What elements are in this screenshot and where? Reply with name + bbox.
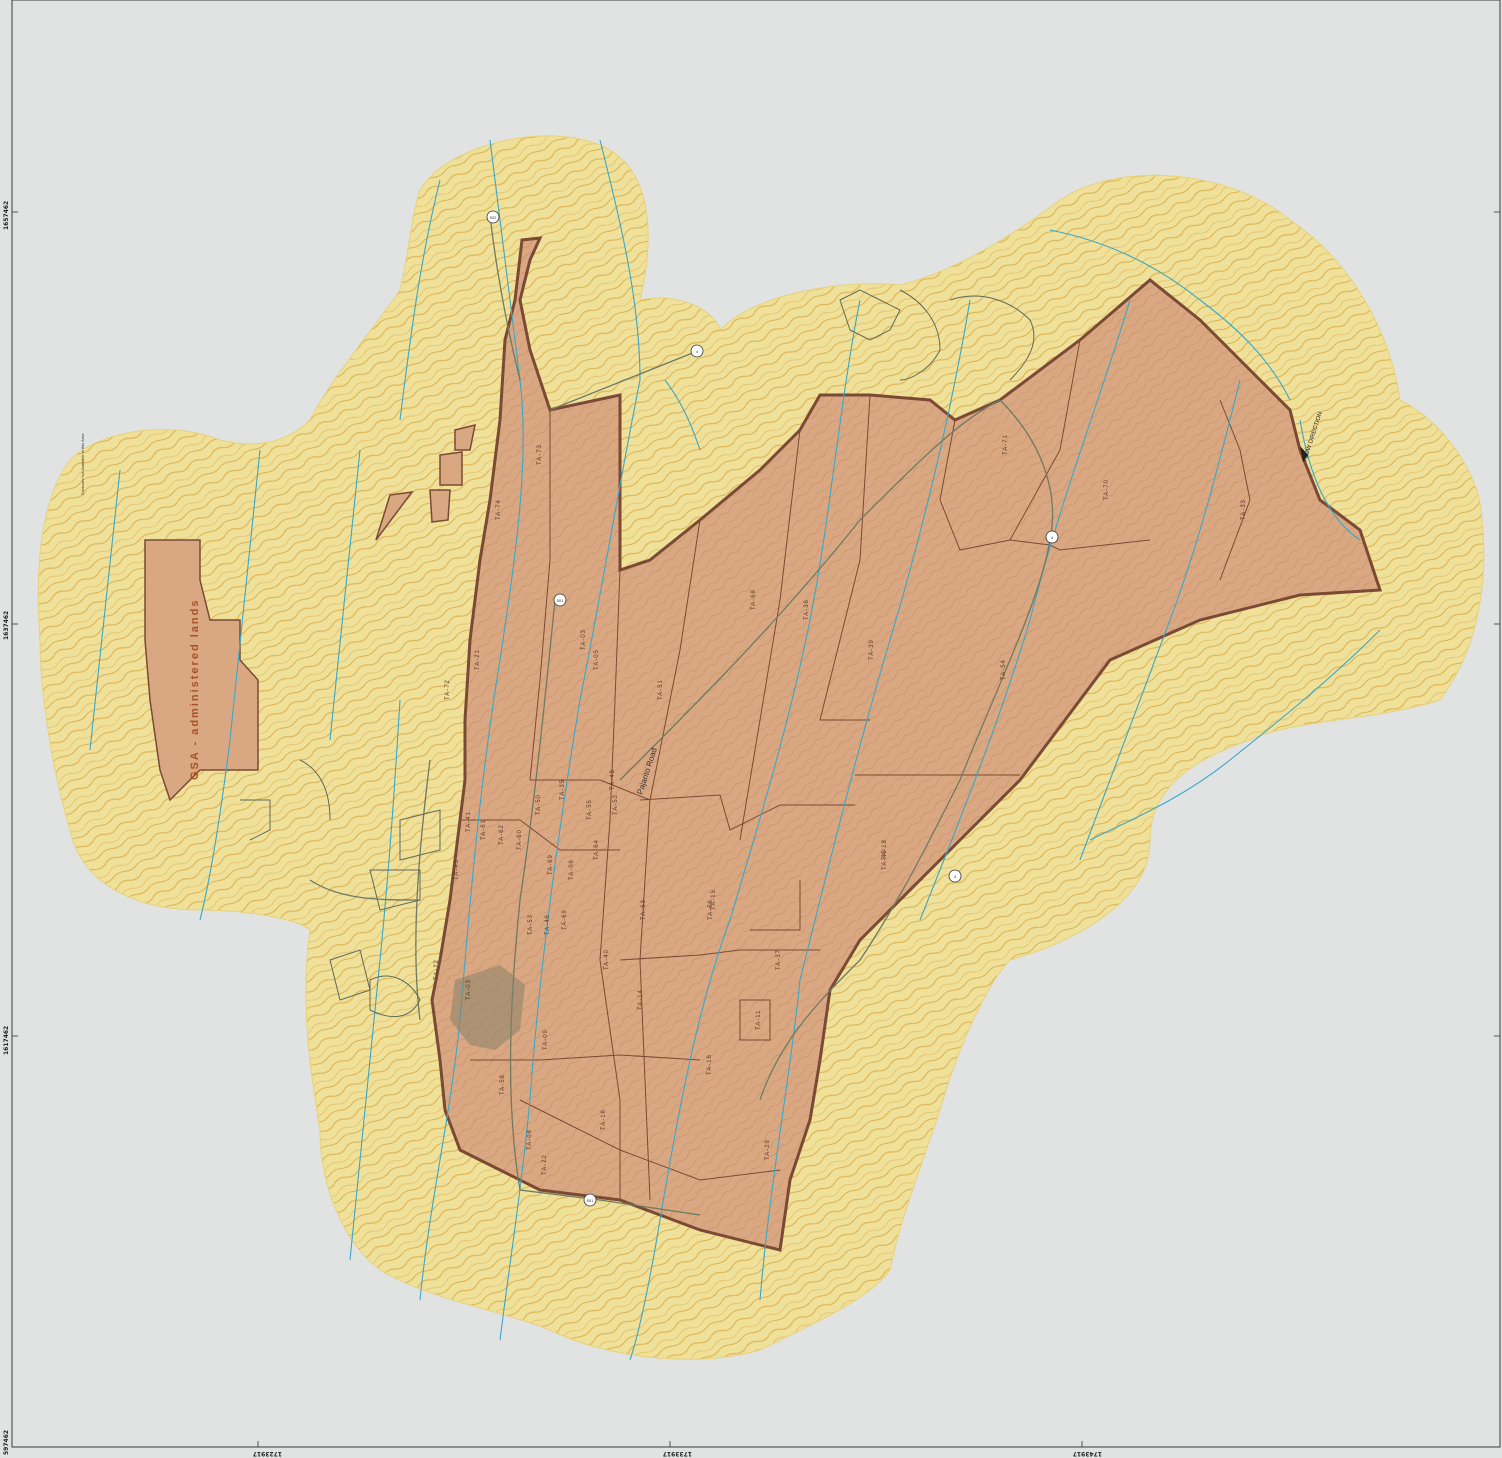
svg-text:TA-61: TA-61 xyxy=(481,819,487,840)
route-shield xyxy=(948,869,962,883)
svg-text:TA-53: TA-53 xyxy=(528,914,534,935)
svg-text:TA-68: TA-68 xyxy=(751,589,757,610)
svg-text:TA-03: TA-03 xyxy=(466,979,472,1000)
streams xyxy=(89,139,1381,1361)
route-shield xyxy=(583,1193,597,1207)
route-shields: 502 4 501 4 4 501 xyxy=(486,210,1059,1207)
svg-text:TA-11: TA-11 xyxy=(756,1010,762,1030)
svg-text:TA-36: TA-36 xyxy=(804,599,810,620)
parcel-d xyxy=(375,491,414,541)
route-shield xyxy=(486,210,500,224)
svg-text:TA-16: TA-16 xyxy=(601,1109,607,1130)
svg-text:TA-21: TA-21 xyxy=(475,649,481,670)
svg-text:TA-14: TA-14 xyxy=(638,989,644,1010)
svg-text:1723917: 1723917 xyxy=(253,1450,282,1457)
svg-text:1637462: 1637462 xyxy=(3,611,10,640)
parcel-b xyxy=(454,423,476,451)
parcel-a xyxy=(439,451,463,486)
svg-text:TA-05: TA-05 xyxy=(594,649,600,670)
svg-text:4: 4 xyxy=(1051,535,1054,540)
svg-text:1657462: 1657462 xyxy=(3,201,10,230)
svg-text:TA-08: TA-08 xyxy=(527,1129,533,1150)
svg-text:TA-18: TA-18 xyxy=(882,839,888,860)
map-frame xyxy=(11,0,1501,1448)
svg-text:TA-22: TA-22 xyxy=(542,1154,548,1175)
svg-text:TA-28: TA-28 xyxy=(765,1139,771,1160)
svg-text:TA-60: TA-60 xyxy=(517,829,523,850)
svg-text:TA-52: TA-52 xyxy=(613,794,619,815)
svg-text:TA-58: TA-58 xyxy=(500,1074,506,1095)
svg-text:TA-66: TA-66 xyxy=(708,899,714,920)
svg-text:4: 4 xyxy=(696,349,699,354)
svg-text:502: 502 xyxy=(490,215,497,220)
svg-text:TA-55: TA-55 xyxy=(587,799,593,820)
svg-text:1733917: 1733917 xyxy=(663,1450,692,1457)
svg-text:TA-35: TA-35 xyxy=(560,779,566,800)
svg-text:TA-74: TA-74 xyxy=(496,499,502,520)
bottom-coordinates: 1723917 1733917 1743917 xyxy=(253,1450,1102,1457)
route-shield xyxy=(553,593,567,607)
svg-text:TA-09: TA-09 xyxy=(543,1029,549,1050)
svg-text:4: 4 xyxy=(954,874,957,879)
svg-text:TA-46: TA-46 xyxy=(545,914,551,935)
svg-text:TA-69: TA-69 xyxy=(548,854,554,875)
svg-text:TA-62: TA-62 xyxy=(499,824,505,845)
svg-text:TA-41: TA-41 xyxy=(466,811,472,832)
ta-boundaries xyxy=(460,339,1251,1201)
svg-text:1617462: 1617462 xyxy=(3,1026,10,1055)
svg-text:TA-72: TA-72 xyxy=(445,679,451,700)
townsite xyxy=(240,289,1035,1018)
svg-text:TA-54: TA-54 xyxy=(1001,659,1007,680)
svg-text:TA-39: TA-39 xyxy=(869,639,875,660)
svg-text:TA-73: TA-73 xyxy=(537,444,543,465)
ta-labels: TA-73 TA-74 TA-21 TA-72 TA-03 TA-05 TA-7… xyxy=(434,434,1247,1175)
svg-text:TA-51: TA-51 xyxy=(658,679,664,700)
svg-text:TA-06: TA-06 xyxy=(569,859,575,880)
roads xyxy=(309,214,1054,1216)
svg-text:TA-64: TA-64 xyxy=(594,839,600,860)
svg-text:1743917: 1743917 xyxy=(1073,1450,1102,1457)
gsa-lands xyxy=(144,539,259,802)
svg-text:TA-48: TA-48 xyxy=(610,769,616,790)
route-shield xyxy=(1045,530,1059,544)
route-shield xyxy=(690,344,704,358)
svg-text:TA-70: TA-70 xyxy=(1104,479,1110,500)
svg-text:501: 501 xyxy=(557,598,564,603)
svg-text:TA-40: TA-40 xyxy=(604,949,610,970)
svg-text:TA-43: TA-43 xyxy=(454,859,460,880)
svg-text:TA-63: TA-63 xyxy=(641,899,647,920)
svg-text:TA-03: TA-03 xyxy=(581,629,587,650)
gsa-label: GSA - administered lands xyxy=(189,599,201,780)
left-coordinates: 1657462 1637462 1617462 597462 xyxy=(3,201,10,1455)
svg-text:501: 501 xyxy=(587,1198,594,1203)
svg-text:TA-16: TA-16 xyxy=(707,1054,713,1075)
svg-text:TA-37: TA-37 xyxy=(776,949,782,970)
ta03-cluster xyxy=(450,965,525,1050)
svg-text:597462: 597462 xyxy=(3,1430,10,1455)
svg-text:TA-15: TA-15 xyxy=(711,889,717,910)
contours-note: Contours Not Available in this Area xyxy=(80,433,85,495)
svg-text:TA-71: TA-71 xyxy=(1003,434,1009,455)
svg-text:TA-69: TA-69 xyxy=(562,909,568,930)
svg-text:TA-33: TA-33 xyxy=(1241,499,1247,520)
svg-text:TA-50: TA-50 xyxy=(536,794,542,815)
lanl-boundary xyxy=(430,236,1383,1252)
frame-ticks xyxy=(12,211,1500,1447)
parcel-c xyxy=(429,489,451,523)
svg-text:TA-22: TA-22 xyxy=(434,959,440,980)
svg-text:TA-49: TA-49 xyxy=(882,849,888,870)
